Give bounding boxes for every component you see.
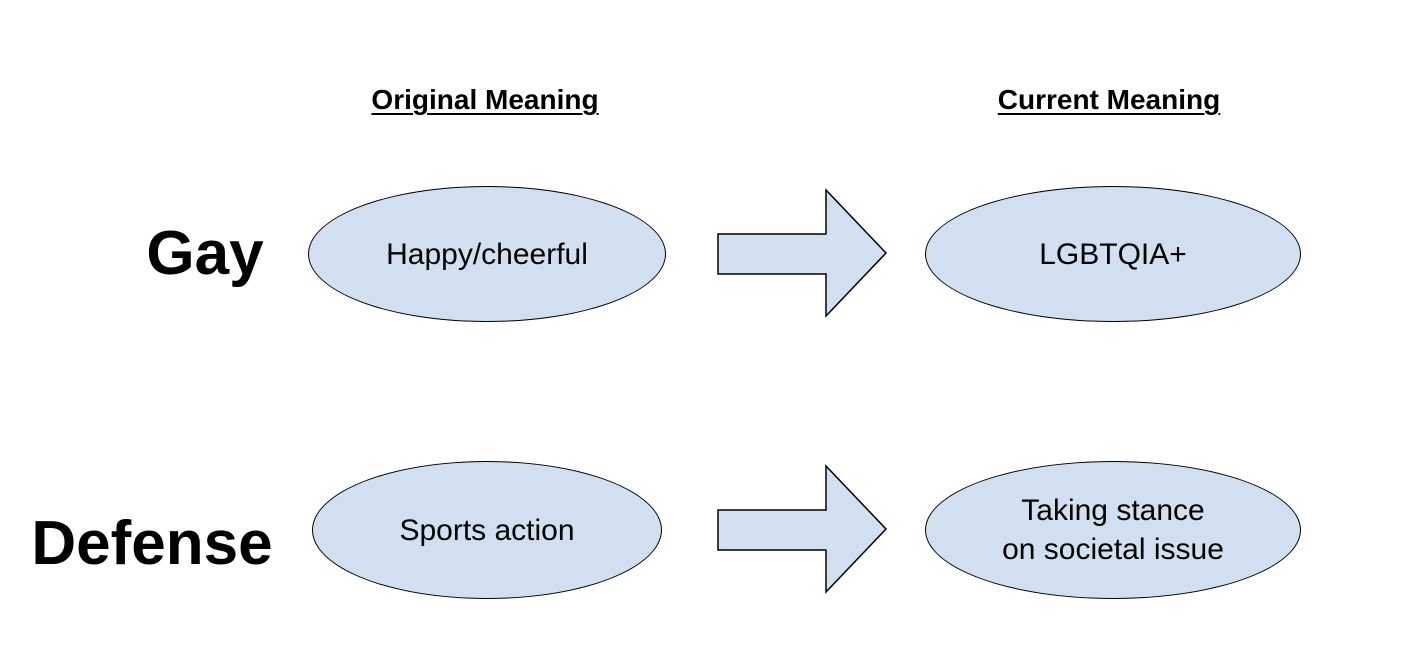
current-meaning-line-1: Taking stance — [1021, 494, 1205, 527]
current-meaning-oval-gay: LGBTQIA+ — [925, 186, 1301, 322]
current-meaning-oval-defense: Taking stance on societal issue — [925, 461, 1301, 599]
current-meaning-line-2: on societal issue — [1002, 533, 1224, 566]
original-meaning-oval-gay: Happy/cheerful — [308, 186, 666, 322]
term-defense: Defense — [31, 509, 273, 578]
original-meaning-text-gay: Happy/cheerful — [386, 237, 588, 271]
original-meaning-text-defense: Sports action — [399, 513, 575, 547]
arrow-icon-defense — [717, 464, 888, 594]
arrow-icon-gay — [717, 188, 888, 318]
current-meaning-header: Current Meaning — [997, 84, 1221, 115]
current-meaning-text-defense: Taking stance on societal issue — [1002, 491, 1224, 569]
current-meaning-text-gay: LGBTQIA+ — [1039, 237, 1187, 271]
original-meaning-header: Original Meaning — [371, 84, 599, 115]
original-meaning-oval-defense: Sports action — [312, 461, 662, 599]
term-gay: Gay — [146, 219, 264, 288]
